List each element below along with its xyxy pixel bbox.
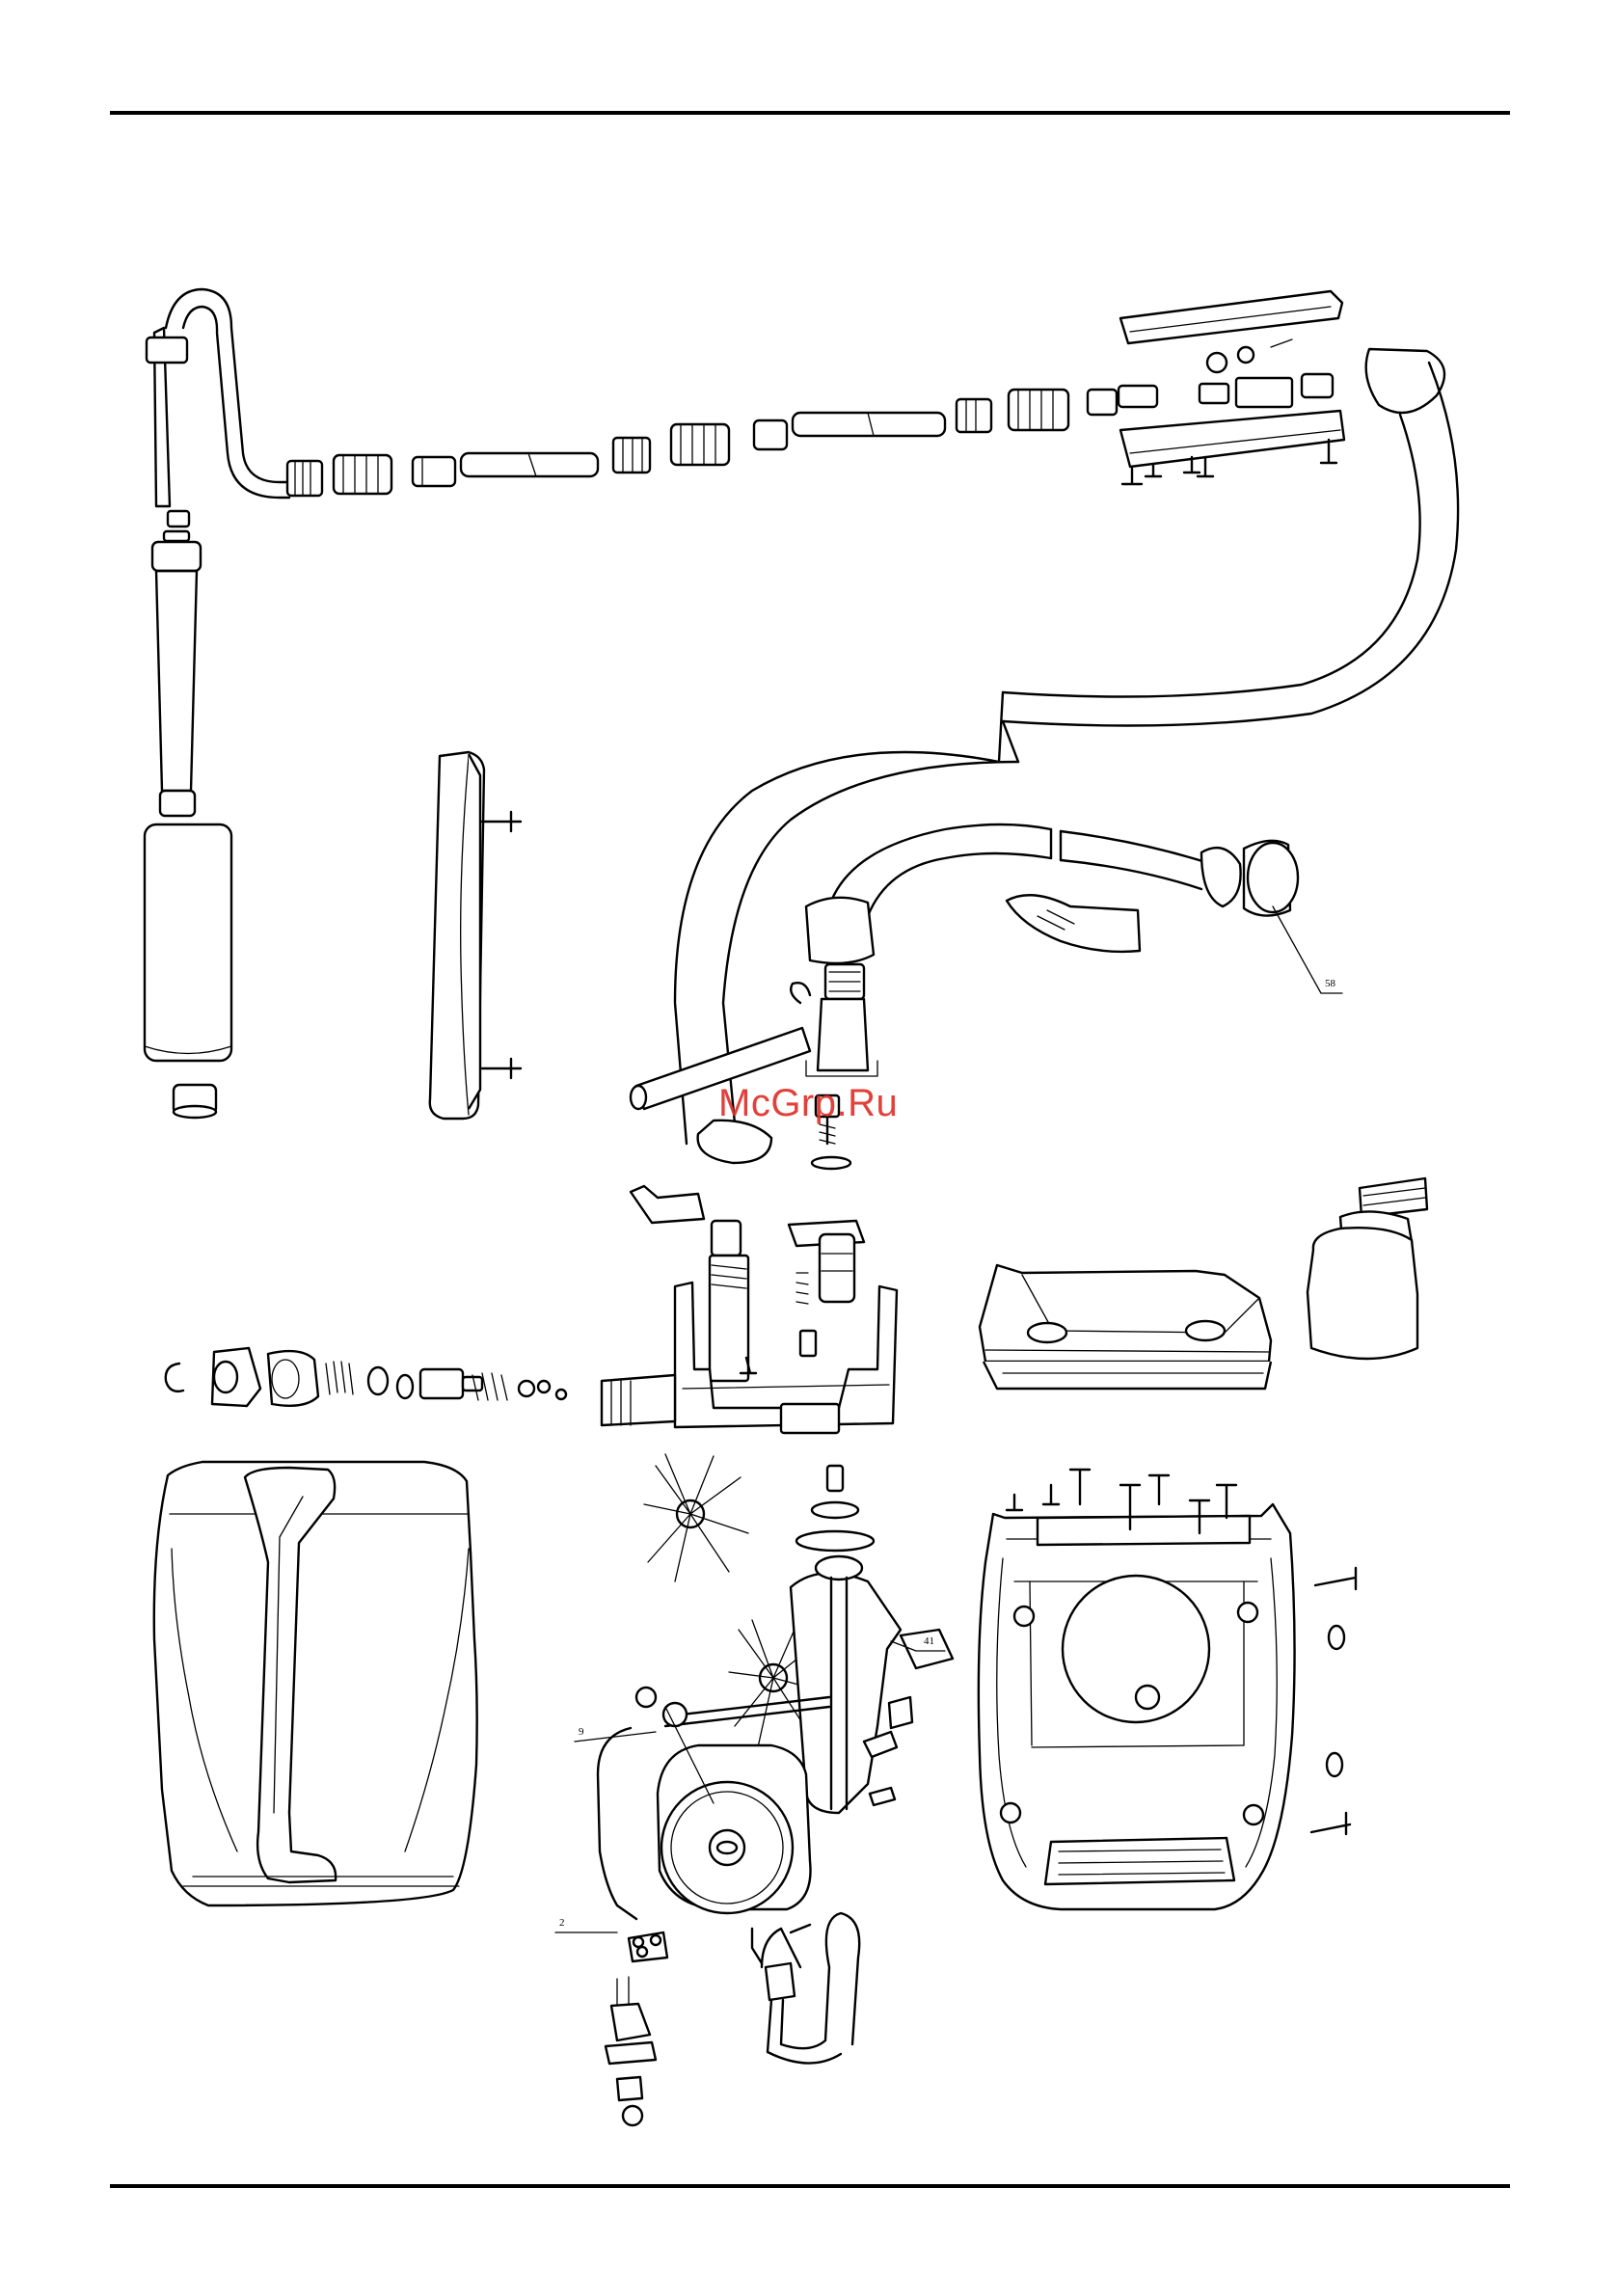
water-tank-bottle	[1308, 1178, 1427, 1359]
cooling-fan-top	[644, 1454, 748, 1581]
callout-41: 41	[924, 1635, 934, 1647]
callout-2: 2	[559, 1917, 565, 1929]
watermark: McGrp.Ru	[718, 1082, 898, 1125]
outer-housing-shell	[154, 1462, 477, 1905]
power-switch-cord	[606, 1913, 859, 2125]
pressure-valve-row	[166, 1348, 566, 1406]
carry-handle	[430, 752, 521, 1119]
wand-tube-assembly	[145, 289, 289, 1118]
base-housing	[979, 1470, 1356, 1909]
callout-58: 58	[1325, 978, 1335, 989]
horizontal-connector-row	[287, 386, 1157, 496]
callout-9: 9	[579, 1726, 584, 1738]
flexible-hose	[631, 349, 1458, 1163]
boiler-top-cover	[980, 1265, 1271, 1389]
